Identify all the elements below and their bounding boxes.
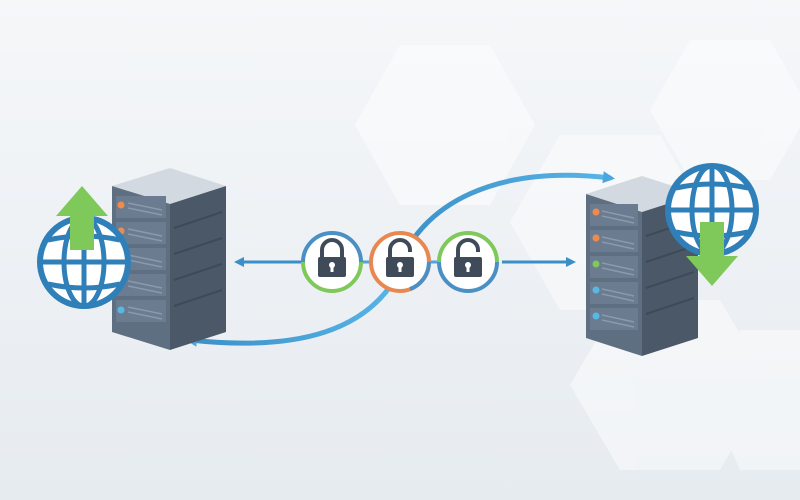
curve-arrow-to-left-server	[185, 267, 403, 347]
download-globe-icon	[665, 163, 759, 286]
right-server-icon	[586, 176, 698, 356]
lock-2	[369, 231, 431, 293]
upload-globe-icon	[37, 186, 131, 309]
download-arrow-icon	[686, 222, 738, 286]
padlock-closed-icon	[318, 238, 346, 277]
lock-1	[301, 231, 363, 293]
padlock-open-icon	[386, 238, 414, 277]
padlock-open-icon	[454, 238, 482, 277]
upload-arrow-icon	[56, 186, 108, 250]
lock-3	[437, 231, 499, 293]
